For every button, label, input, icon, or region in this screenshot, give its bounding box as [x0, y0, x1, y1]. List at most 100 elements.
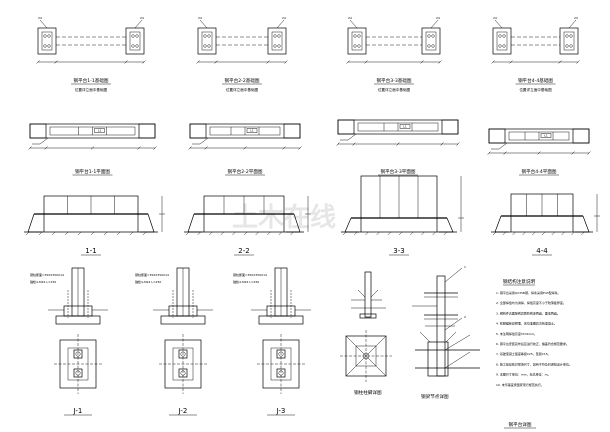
- anchor-bolt: [502, 44, 506, 48]
- bolt-tag: 24: [436, 16, 440, 20]
- column-note: 锚栓4-M22 L=250: [233, 279, 259, 284]
- column-base-detail: 钢柱柱脚详图: [340, 271, 392, 396]
- anchor-bolt: [431, 34, 435, 38]
- anchor-bolt: [569, 44, 573, 48]
- elevation-label: 2-2: [238, 247, 249, 255]
- beam-joint-title: 钢梁节点详图: [421, 393, 449, 400]
- beam-tag-box: [540, 133, 552, 138]
- beam-tag-box: [399, 124, 411, 129]
- leg-right: [140, 213, 155, 233]
- note-line: 2. 全部焊缝均为满焊，焊缝高度不小于较薄板厚度。: [496, 300, 566, 305]
- anchor-bolt: [273, 44, 277, 48]
- hatched-end: [488, 128, 506, 144]
- sheet-subtitle: 钢平台详图: [509, 421, 532, 428]
- note-line: 5. 未注明焊缝高度hf=6mm。: [496, 331, 537, 336]
- elevation: 3-3: [341, 175, 464, 256]
- leg-left: [494, 215, 509, 233]
- beam-tag: L1: [98, 129, 102, 133]
- beam-tag: L1: [544, 134, 548, 138]
- elevation: 2-2: [184, 195, 311, 256]
- platform-plan: L1 钢平台3-3平面图: [336, 119, 460, 176]
- plan-note: 位置详立面中基础图: [75, 87, 108, 92]
- detail-label: J-3: [276, 407, 286, 415]
- anchor-bolt: [135, 44, 139, 48]
- column-note: 钢柱断面=350X350X14: [30, 272, 64, 277]
- anchor-bolt: [47, 34, 51, 38]
- elevation-label: 1-1: [85, 247, 96, 255]
- anchor-bolt: [43, 44, 47, 48]
- design-notes: 钢结构注意说明 1. 钢平台采用Q235B钢，焊条采用E43型焊条。 2. 全部焊…: [496, 278, 572, 387]
- joint-details: 钢柱柱脚详图 1 2 钢梁节点详图: [340, 265, 480, 400]
- anchor-bolt: [427, 44, 431, 48]
- anchor-bolt: [569, 34, 573, 38]
- note-line: 6. 钢平台安装完毕后应进行校正，偏差符合规范要求。: [496, 341, 569, 346]
- plan-title: 钢平台4-4基础图: [518, 77, 553, 84]
- beam-tag-box: [94, 128, 105, 133]
- note-line: 7. 基础混凝土强度等级C25，垫层C15。: [496, 351, 551, 356]
- hatched-end: [441, 119, 459, 135]
- beam-tag-box: [246, 128, 258, 133]
- note-line: 4. 柱脚锚栓应预埋，定位准确后浇筑混凝土。: [496, 321, 557, 326]
- beam-tag: L1: [403, 125, 407, 129]
- anchor-bolt: [498, 44, 502, 48]
- hatched-end: [337, 119, 355, 135]
- beam-joint-detail: 1 2 钢梁节点详图: [412, 265, 480, 400]
- hatched-end: [29, 123, 47, 139]
- anchor-bolt: [431, 44, 435, 48]
- detail-label: J-1: [73, 407, 83, 415]
- column-note: 钢柱断面=350X350X14: [135, 272, 169, 277]
- elevation: 4-4: [491, 193, 600, 256]
- note-line: 9. 本图尺寸单位：mm，标高单位：m。: [496, 372, 551, 377]
- anchor-bolt: [207, 44, 211, 48]
- note-line: 1. 钢平台采用Q235B钢，焊条采用E43型焊条。: [496, 290, 561, 295]
- plan-title: 钢平台4-4平面图: [521, 168, 556, 175]
- anchor-bolt: [131, 34, 135, 38]
- notes-title: 钢结构注意说明: [503, 278, 536, 285]
- hatched-end: [572, 128, 590, 144]
- beam-tag: L1: [250, 129, 254, 133]
- anchor-bolt: [203, 44, 207, 48]
- anchor-bolt: [357, 34, 361, 38]
- bolt-tag: 24: [348, 16, 352, 20]
- anchor-bolt: [131, 44, 135, 48]
- anchor-bolt: [498, 34, 502, 38]
- plan-title: 钢平台1-1基础图: [73, 77, 108, 84]
- hatched-end: [189, 123, 207, 139]
- plan-note: 位置详立面中基础图: [519, 87, 552, 92]
- svg-text:1: 1: [464, 265, 466, 269]
- anchor-bolt: [135, 34, 139, 38]
- anchor-bolt: [47, 44, 51, 48]
- anchor-bolt: [565, 34, 569, 38]
- leg-right: [439, 217, 454, 233]
- leg-left: [344, 217, 359, 233]
- column-note: 钢柱断面=350X350X14: [233, 272, 267, 277]
- platform-plan: L1 钢平台4-4平面图: [487, 128, 591, 176]
- bolt-tag: 24: [140, 16, 144, 20]
- elevation-label: 4-4: [536, 247, 548, 255]
- platform-plan-row: L1钢平台1-1平面图L1钢平台2-2平面图L1钢平台3-3平面图L1钢平台4-…: [28, 119, 591, 176]
- anchor-bolt: [203, 34, 207, 38]
- plan-note: 位置详立面中基础图: [378, 87, 411, 92]
- plan-title: 钢平台2-2基础图: [224, 77, 259, 84]
- plan-title: 钢平台3-3平面图: [380, 168, 415, 175]
- note-line: 8. 施工前应核对现场尺寸，如有不符及时通知设计单位。: [496, 361, 572, 366]
- anchor-bolt: [502, 34, 506, 38]
- anchor-bolt: [277, 44, 281, 48]
- anchor-bolt: [427, 34, 431, 38]
- column-note: 锚栓4-M22 L=250: [135, 279, 161, 284]
- anchor-bolt: [565, 44, 569, 48]
- detail-label: J-2: [178, 407, 188, 415]
- anchor-bolt: [207, 34, 211, 38]
